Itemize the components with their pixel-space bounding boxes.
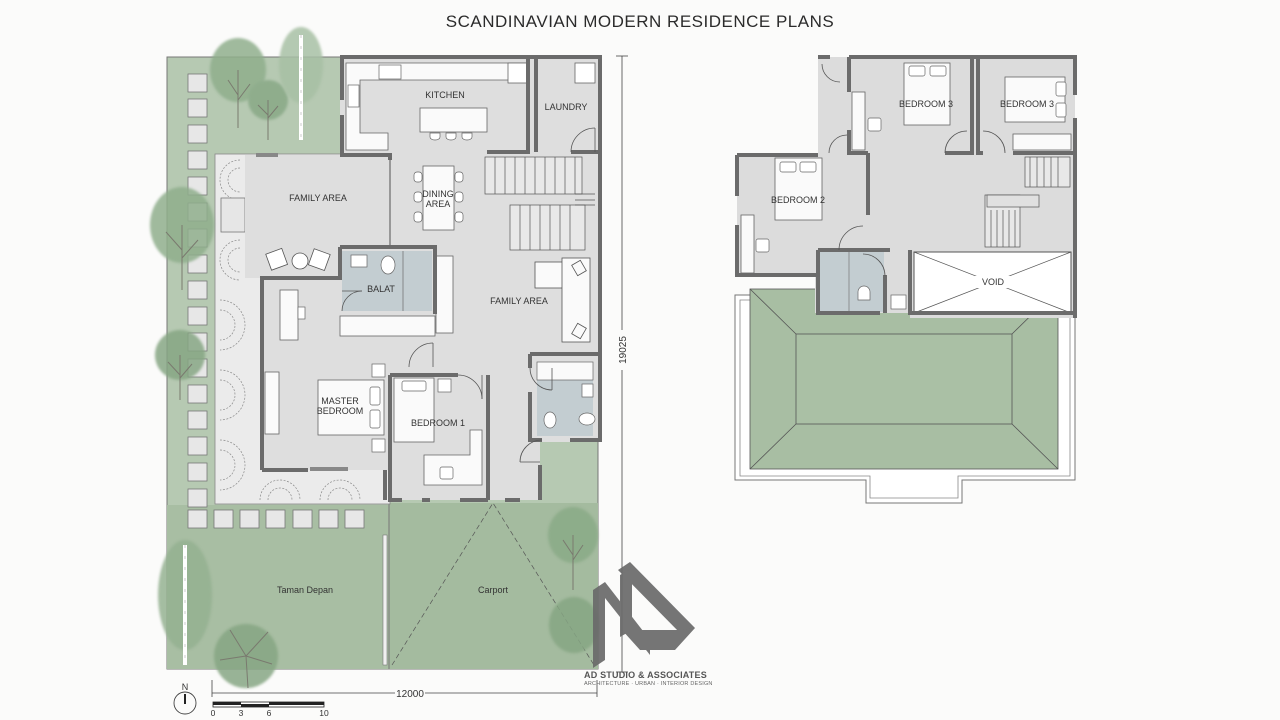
dimension-depth: 19025 (618, 336, 629, 364)
washing-machine (574, 62, 596, 84)
room-label-dining-2: AREA (426, 199, 451, 209)
room-label-kitchen: KITCHEN (425, 90, 465, 100)
ground-floor-plan: KITCHEN LAUNDRY DINING AREA FAMILY AREA … (150, 27, 629, 718)
bedroom3a-desk (851, 91, 866, 151)
room-label-laundry: LAUNDRY (545, 102, 588, 112)
kitchen-sink (378, 64, 402, 80)
kitchen-island (419, 107, 488, 133)
stove (347, 84, 360, 108)
bedroom2-desk (740, 214, 755, 274)
studio-logo-icon (593, 562, 695, 668)
dimension-width: 12000 (396, 689, 424, 700)
room-label-family-area-right: FAMILY AREA (490, 296, 548, 306)
tv-unit (435, 255, 454, 334)
master-wardrobe (264, 371, 280, 435)
room-label-bedroom3-right: BEDROOM 3 (1000, 99, 1054, 109)
room-label-bedroom3-left: BEDROOM 3 (899, 99, 953, 109)
tree-icon (549, 597, 599, 653)
sofa (534, 257, 591, 343)
room-label-front-garden: Taman Depan (277, 585, 333, 595)
room-label-void: VOID (982, 277, 1005, 287)
room-label-bedroom2: BEDROOM 2 (771, 195, 825, 205)
upper-staircase (984, 156, 1071, 248)
upper-bathroom (820, 252, 884, 312)
toilet (380, 255, 396, 275)
bedroom3b-bed (1004, 76, 1066, 123)
basin (350, 254, 368, 268)
north-arrow-icon (173, 691, 197, 715)
room-label-family-area-left: FAMILY AREA (289, 193, 347, 203)
scale-tick-0: 0 (211, 708, 216, 718)
scale-tick-6: 6 (267, 708, 272, 718)
master-desk (279, 289, 299, 341)
door-swings (341, 127, 596, 463)
studio-name: AD STUDIO & ASSOCIATES (584, 670, 707, 680)
bedroom1-desk (423, 429, 483, 486)
room-label-master-2: BEDROOM (317, 406, 364, 416)
scale-tick-3: 3 (239, 708, 244, 718)
north-label: N (182, 682, 189, 692)
dining-table (422, 165, 455, 231)
upper-floor-walls (735, 55, 1077, 318)
lounge-chairs (265, 247, 331, 272)
scale-tick-10: 10 (319, 708, 329, 718)
room-label-dining-1: DINING (422, 189, 454, 199)
wardrobe (339, 315, 436, 337)
room-label-master-1: MASTER (321, 396, 359, 406)
upper-floor-plan: BEDROOM 3 BEDROOM 3 BEDROOM 2 VOID (734, 55, 1077, 504)
staircase (484, 156, 595, 251)
room-label-balat: BALAT (367, 284, 395, 294)
room-label-carport: Carport (478, 585, 509, 595)
bar-stools (429, 132, 473, 141)
dining-chairs (413, 171, 464, 223)
fridge (507, 62, 529, 84)
studio-tagline: ARCHITECTURE · URBAN · INTERIOR DESIGN (584, 681, 713, 687)
scale-bar (212, 701, 325, 708)
page-title: SCANDINAVIAN MODERN RESIDENCE PLANS (445, 12, 835, 31)
room-label-bedroom1: BEDROOM 1 (411, 418, 465, 428)
